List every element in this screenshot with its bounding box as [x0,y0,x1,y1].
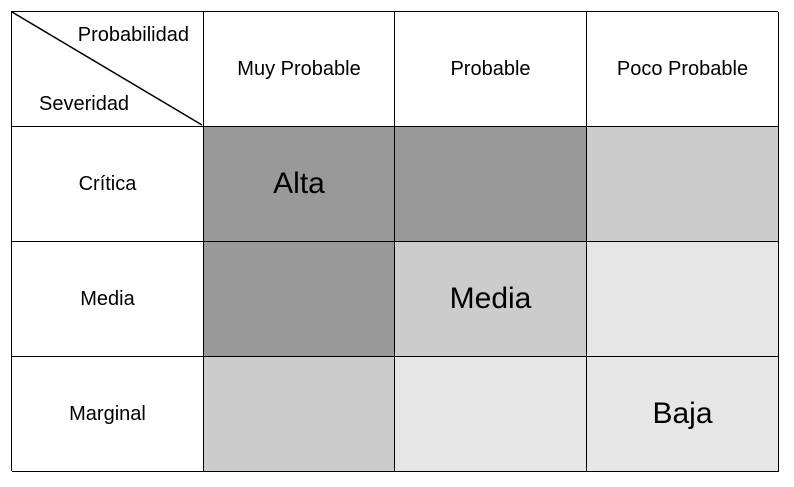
risk-cell-media-probable: Media [395,242,587,357]
row-header-critica: Crítica [12,127,204,242]
risk-cell-marginal-poco-probable: Baja [587,357,779,472]
diagonal-divider [12,12,203,126]
risk-matrix: Probabilidad Severidad Muy Probable Prob… [11,11,779,472]
risk-cell-media-muy-probable [204,242,395,357]
corner-header-cell: Probabilidad Severidad [12,12,204,127]
risk-cell-media-poco-probable [587,242,779,357]
risk-cell-critica-muy-probable: Alta [204,127,395,242]
column-header-muy-probable: Muy Probable [204,12,395,127]
risk-cell-marginal-muy-probable [204,357,395,472]
severity-axis-label: Severidad [39,93,130,115]
risk-cell-critica-probable [395,127,587,242]
column-header-probable: Probable [395,12,587,127]
row-header-marginal: Marginal [12,357,204,472]
column-header-poco-probable: Poco Probable [587,12,779,127]
probability-axis-label: Probabilidad [77,24,189,46]
row-header-media: Media [12,242,204,357]
risk-cell-marginal-probable [395,357,587,472]
risk-cell-critica-poco-probable [587,127,779,242]
